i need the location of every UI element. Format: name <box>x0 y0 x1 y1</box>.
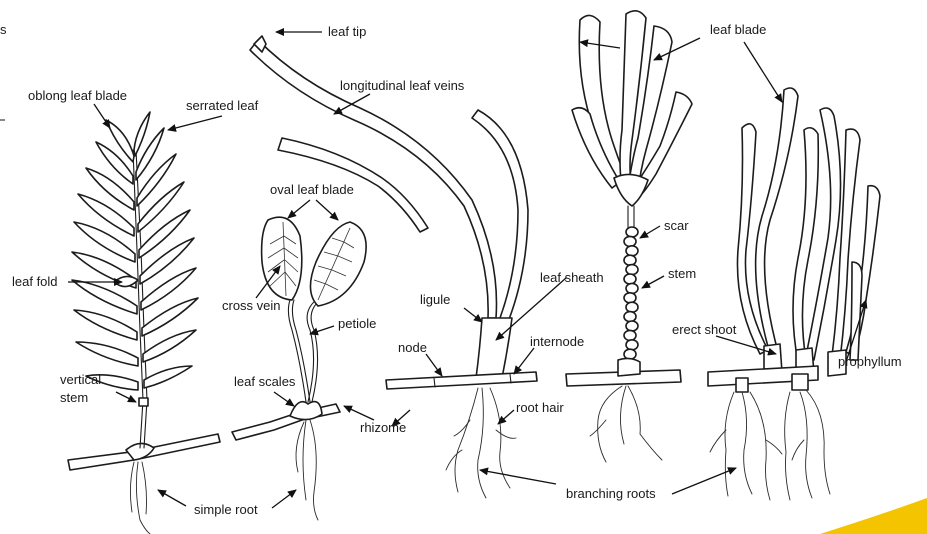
plant2-simple-roots <box>296 420 318 520</box>
plant3-rhizome <box>386 372 537 389</box>
stem-scar-ring <box>626 302 638 312</box>
label-leaf-fold: leaf fold <box>12 274 58 289</box>
label-cross-vein: cross vein <box>222 298 281 313</box>
plant1-stem-node <box>139 398 148 406</box>
label-leaf-sheath: leaf sheath <box>540 270 604 285</box>
label-root-hair: root hair <box>516 400 564 415</box>
labels: leaf tip longitudinal leaf veins oblong … <box>12 22 902 517</box>
label-leaf-scales: leaf scales <box>234 374 296 389</box>
label-scar: scar <box>664 218 689 233</box>
plant-serrated-pinnate <box>68 112 220 534</box>
plant5-blade-2 <box>756 88 798 354</box>
label-leaf-tip: leaf tip <box>328 24 366 39</box>
stem-scar-ring <box>626 246 638 256</box>
label-node: node <box>398 340 427 355</box>
label-simple-root: simple root <box>194 502 258 517</box>
plant2-rhizome <box>232 404 340 440</box>
plant5-branching-roots <box>710 390 830 500</box>
plant2-oval-blade-1 <box>262 217 302 300</box>
plant1-simple-roots <box>130 462 150 534</box>
label-stem: stem <box>668 266 696 281</box>
label-ligule: ligule <box>420 292 450 307</box>
stem-scar-ring <box>624 330 636 340</box>
stem-scar-ring <box>626 321 638 331</box>
plant3-branching-roots <box>446 388 516 498</box>
plant4-roots <box>590 386 662 462</box>
plant3-second-leaf <box>472 110 528 322</box>
label-erect-shoot: erect shoot <box>672 322 737 337</box>
plant4-leaf-base <box>614 174 648 206</box>
stem-scar-ring <box>624 274 636 284</box>
label-branching-roots: branching roots <box>566 486 656 501</box>
stem-scar-ring <box>626 283 638 293</box>
plant3-leaf-sheath <box>476 318 512 378</box>
stem-scar-ring <box>626 340 638 350</box>
label-petiole: petiole <box>338 316 376 331</box>
plant4-scar-rings <box>624 227 638 359</box>
plant-erect-shoots <box>708 88 880 500</box>
plant1-right-leaflets <box>134 112 198 388</box>
stem-scar-ring <box>626 265 638 275</box>
stem-scar-ring <box>624 236 636 246</box>
label-vertical-stem-2: stem <box>60 390 88 405</box>
label-internode: internode <box>530 334 584 349</box>
stem-scar-ring <box>624 255 636 265</box>
label-prophyllum: prophyllum <box>838 354 902 369</box>
decorative-swoosh <box>820 498 927 534</box>
plant2-oval-blade-2 <box>310 222 366 306</box>
label-serrated-leaf: serrated leaf <box>186 98 259 113</box>
plant1-left-leaflets <box>72 120 138 390</box>
label-longitudinal-leaf-veins: longitudinal leaf veins <box>340 78 465 93</box>
label-oval-leaf-blade: oval leaf blade <box>270 182 354 197</box>
stem-scar-ring <box>626 227 638 237</box>
label-vertical-stem-1: vertical <box>60 372 101 387</box>
stem-scar-ring <box>624 293 636 303</box>
stem-scar-ring <box>624 312 636 322</box>
label-rhizome: rhizome <box>360 420 406 435</box>
edge-fragment-text: s <box>0 22 7 37</box>
plant-scarred-stem <box>566 11 692 462</box>
label-leaf-blade: leaf blade <box>710 22 766 37</box>
plant2-scales <box>290 402 322 420</box>
label-oblong-leaf-blade: oblong leaf blade <box>28 88 127 103</box>
